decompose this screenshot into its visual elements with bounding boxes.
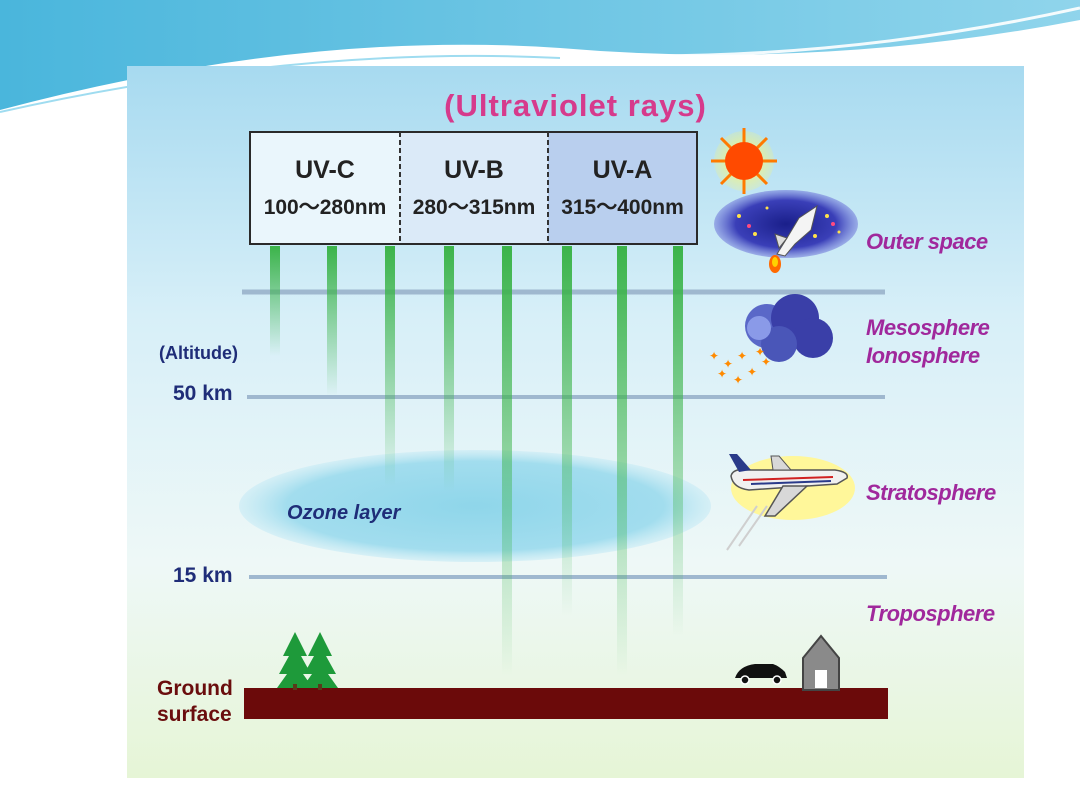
uv-a-range: 315～400nm xyxy=(561,196,684,219)
ionosphere-label: Ionosphere xyxy=(866,343,980,368)
uv-bands-frame xyxy=(249,131,698,245)
uv-c-ray-2 xyxy=(327,246,337,396)
uv-b-name: UV-B xyxy=(444,156,504,184)
svg-text:✦: ✦ xyxy=(747,365,757,379)
uv-rays xyxy=(270,246,683,676)
mesosphere-label: Mesosphere xyxy=(866,315,990,340)
altitude-50km-label: 50 km xyxy=(173,382,233,405)
svg-text:✦: ✦ xyxy=(755,345,765,359)
cloud-icon xyxy=(745,294,833,362)
swoosh-line-2 xyxy=(0,54,561,113)
uv-c-band: UV-C 100～280nm xyxy=(250,132,400,244)
diagram-title: (Ultraviolet rays) xyxy=(444,88,707,123)
troposphere-label: Troposphere xyxy=(866,601,995,626)
svg-text:✦: ✦ xyxy=(709,349,719,363)
uv-c-range: 100～280nm xyxy=(263,196,387,219)
space-shuttle-icon xyxy=(714,190,858,273)
uv-b-box-bg xyxy=(400,132,548,244)
svg-text:✦: ✦ xyxy=(761,355,771,369)
uv-c-box-bg xyxy=(250,132,400,244)
uv-c-ray-3 xyxy=(385,246,395,486)
ground-surface xyxy=(244,688,888,719)
altitude-15km-label: 15 km xyxy=(173,564,233,587)
ground-label-line1: Ground xyxy=(157,677,233,700)
altitude-heading: (Altitude) xyxy=(159,343,238,363)
uv-a-box-bg xyxy=(548,132,697,244)
uv-a-ray-1 xyxy=(562,246,572,616)
airplane-icon xyxy=(726,454,855,551)
atmosphere-diagram: ✦✦✦ ✦✦✦ ✦✦ (Ultraviolet rays) UV-C 100～2… xyxy=(127,66,1024,778)
uv-a-ray-3 xyxy=(673,246,683,636)
svg-text:✦: ✦ xyxy=(737,349,747,363)
uv-b-ray-2 xyxy=(502,246,512,676)
sun-icon xyxy=(711,128,777,194)
outer-space-label: Outer space xyxy=(866,229,988,254)
diagram-canvas: ✦✦✦ ✦✦✦ ✦✦ xyxy=(127,66,1024,778)
ground-label-line2: surface xyxy=(157,703,232,726)
uv-b-range: 280～315nm xyxy=(412,196,536,219)
uv-a-name: UV-A xyxy=(592,156,653,184)
uv-c-ray-1 xyxy=(270,246,280,356)
house-icon xyxy=(802,634,840,691)
uv-b-band: UV-B 280～315nm xyxy=(400,132,548,244)
uv-c-name: UV-C xyxy=(295,156,355,184)
ground-surface-label: Ground surface xyxy=(157,676,233,728)
stratosphere-label: Stratosphere xyxy=(866,480,996,505)
svg-text:✦: ✦ xyxy=(733,373,743,387)
svg-text:✦: ✦ xyxy=(723,357,733,371)
sparkles-icon: ✦✦✦ ✦✦✦ ✦✦ xyxy=(709,345,771,387)
uv-a-band: UV-A 315～400nm xyxy=(548,132,697,244)
tree-icon xyxy=(277,632,338,690)
car-icon xyxy=(735,664,787,685)
uv-b-ray-1 xyxy=(444,246,454,491)
svg-text:✦: ✦ xyxy=(717,367,727,381)
top-swoosh xyxy=(0,0,1080,110)
uv-a-ray-2 xyxy=(617,246,627,676)
ozone-layer xyxy=(239,450,711,562)
ozone-layer-label: Ozone layer xyxy=(287,502,401,524)
